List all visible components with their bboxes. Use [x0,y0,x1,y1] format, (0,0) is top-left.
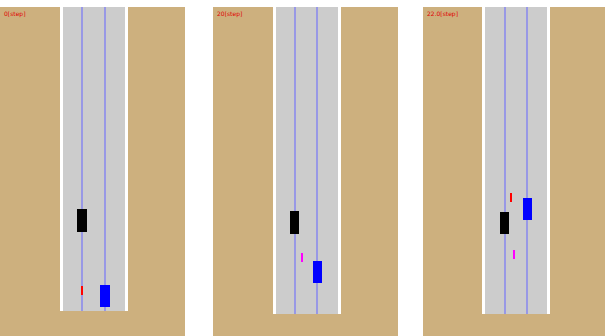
step-counter: 20[step] [217,10,242,17]
step-counter: 0[step] [4,10,25,17]
step-counter: 22.0[step] [427,10,458,17]
